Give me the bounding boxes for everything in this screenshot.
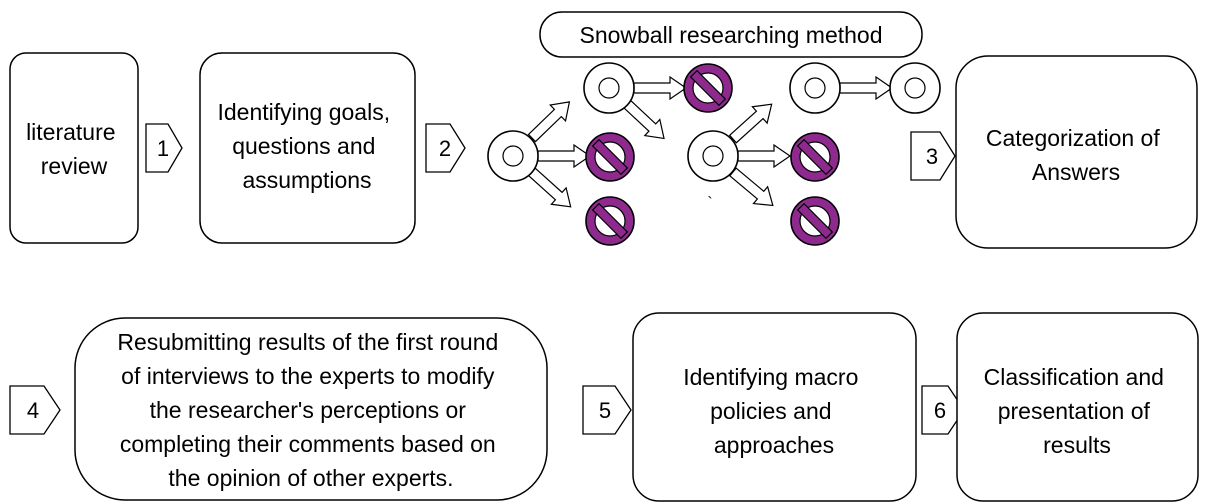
stray-mark: `: [707, 195, 712, 212]
step-6-tag: 6: [921, 385, 965, 435]
identifying-goals-box: Identifying goals, questions and assumpt…: [199, 52, 416, 244]
participant-node: [583, 62, 635, 114]
resubmitting-label: Resubmitting results of the first round …: [117, 329, 504, 491]
no-entry-icon: [790, 132, 840, 182]
step-3-tag: 3: [910, 131, 956, 181]
participant-node: [487, 130, 539, 182]
participant-node: [889, 62, 941, 114]
categorization-label: Categorization of Answers: [986, 125, 1166, 185]
literature-review-box: literature review: [9, 52, 139, 244]
arrow-b-to-stop-3: [633, 76, 687, 100]
step-1-number: 1: [157, 136, 169, 161]
arrow-a-to-stop-1: [537, 144, 591, 168]
resubmitting-box: Resubmitting results of the first round …: [74, 317, 548, 501]
step-1-tag: 1: [145, 123, 183, 173]
step-4-number: 4: [27, 398, 39, 423]
snowball-method-label: Snowball researching method: [579, 22, 882, 48]
step-4-tag: 4: [9, 385, 61, 435]
no-entry-icon: [585, 196, 635, 246]
classification-box: Classification and presentation of resul…: [956, 312, 1199, 502]
identifying-goals-label: Identifying goals, questions and assumpt…: [217, 99, 396, 193]
arrow-a-to-b: [523, 93, 578, 147]
arrow-c-to-stop-4: [737, 144, 791, 168]
step-2-number: 2: [439, 136, 451, 161]
categorization-box: Categorization of Answers: [955, 55, 1198, 249]
macro-policies-box: Identifying macro policies and approache…: [632, 312, 917, 502]
literature-review-label: literature review: [26, 119, 122, 179]
no-entry-icon: [585, 132, 635, 182]
arrow-c-to-d: [725, 95, 780, 148]
participant-node: [687, 130, 739, 182]
snowball-method-title: Snowball researching method: [539, 11, 923, 58]
no-entry-icon: [683, 63, 733, 113]
step-5-tag: 5: [582, 385, 632, 435]
arrow-d-to-e: [839, 76, 893, 100]
step-3-number: 3: [926, 144, 938, 169]
classification-label: Classification and presentation of resul…: [984, 364, 1171, 458]
arrow-c-to-stop-5: [725, 162, 781, 215]
step-5-number: 5: [599, 398, 611, 423]
step-6-number: 6: [934, 398, 946, 423]
participant-node: [789, 62, 841, 114]
macro-policies-label: Identifying macro policies and approache…: [683, 364, 865, 458]
no-entry-icon: [790, 196, 840, 246]
step-2-tag: 2: [425, 123, 466, 173]
